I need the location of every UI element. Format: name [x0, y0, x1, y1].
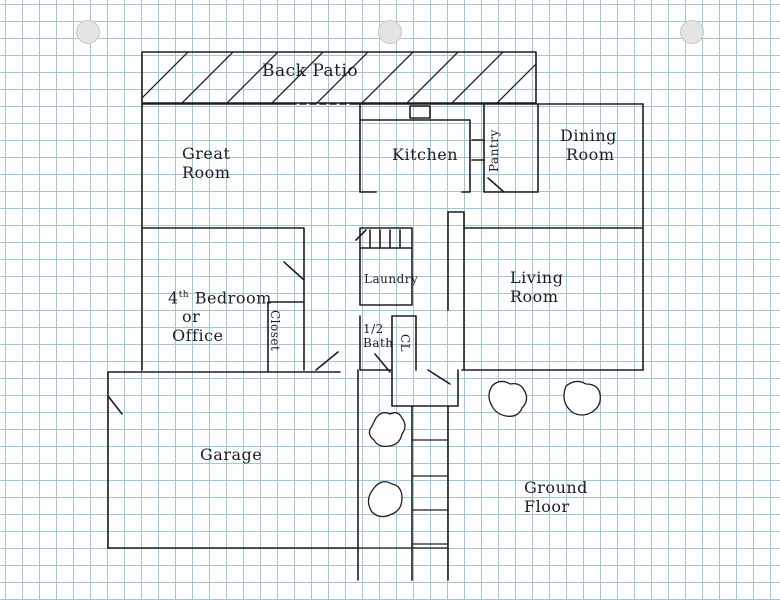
pantry-walls [483, 103, 539, 193]
dining-room-label: Dining Room [560, 126, 617, 164]
step-lines [357, 439, 449, 549]
binder-hole-center [378, 20, 402, 44]
laundry-label: Laundry [364, 272, 419, 286]
half-bath-walls [359, 315, 393, 371]
bedroom-label: 4th Bedroom or Office [168, 288, 272, 346]
pantry-door [487, 177, 505, 193]
living-room-label: Living Room [510, 268, 564, 306]
binder-hole-left [76, 20, 100, 44]
shrub-icon [563, 380, 601, 416]
bath-door [374, 353, 391, 373]
laundry-walls [359, 227, 413, 306]
walkway [357, 405, 449, 581]
great-room-label: Great Room [182, 144, 231, 182]
back-patio-outline [141, 51, 537, 104]
shrub-icon [367, 481, 403, 518]
closet-walls [267, 301, 305, 373]
front-door [427, 369, 451, 385]
hall-wall [447, 211, 465, 371]
binder-hole-right [680, 20, 704, 44]
garage-door [107, 395, 123, 415]
garage-label: Garage [200, 445, 263, 464]
floor-label: Ground Floor [524, 478, 588, 516]
kitchen-walls [359, 103, 471, 193]
pantry-label: Pantry [487, 129, 501, 172]
bedroom-north-wall [141, 227, 305, 371]
closet-label: Closet [268, 310, 282, 352]
back-patio-label: Back Patio [262, 61, 359, 81]
cl-walls [391, 315, 417, 371]
half-bath-label: 1/2 Bath [363, 322, 394, 350]
closet-door [315, 351, 339, 371]
back-patio-hatch [142, 52, 536, 103]
bedroom-door [283, 261, 305, 281]
shrub-icon [368, 412, 406, 448]
kitchen-label: Kitchen [392, 145, 459, 164]
shrub-icon [488, 380, 528, 417]
shrub-icons [367, 380, 601, 518]
entry-walls [391, 369, 459, 407]
kitchen-sink [409, 105, 431, 119]
garage-walls [107, 369, 359, 549]
stair-marks [359, 229, 413, 249]
cl-label: CL [398, 334, 412, 353]
